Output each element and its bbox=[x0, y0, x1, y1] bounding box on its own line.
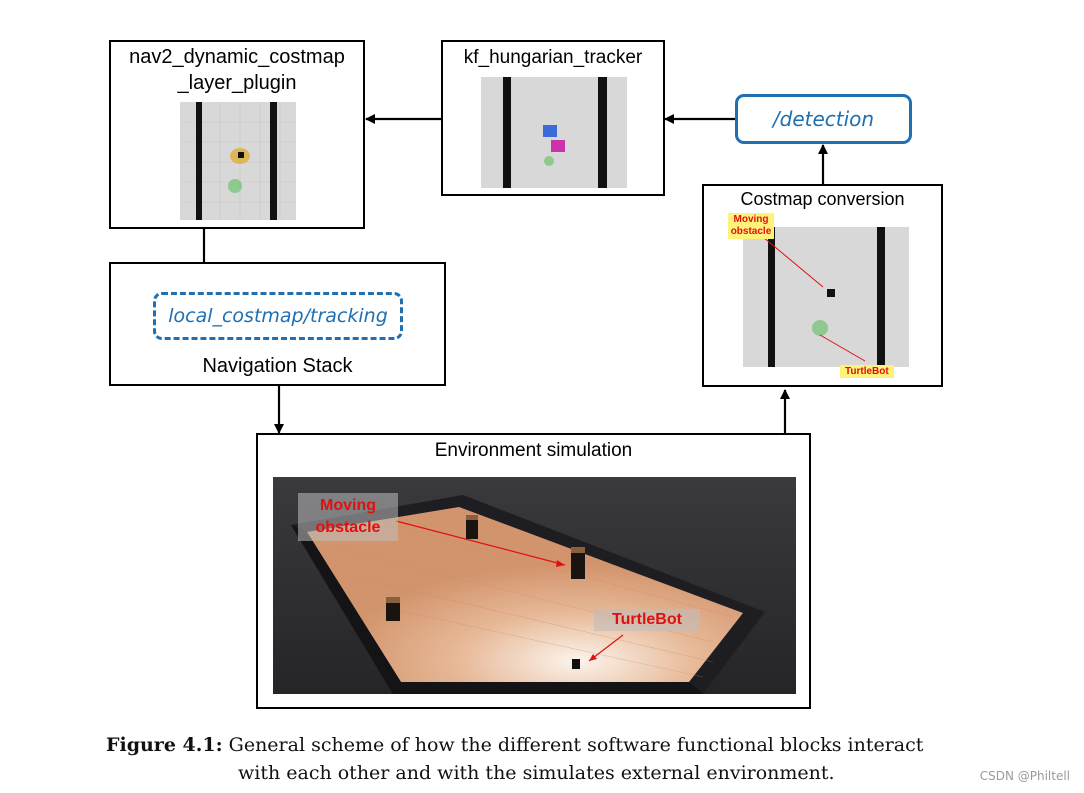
simulation-moving-obstacle-label: Moving obstacle bbox=[298, 493, 398, 541]
detection-topic-label: /detection bbox=[772, 107, 875, 131]
navigation-stack-block: local_costmap/tracking Navigation Stack bbox=[109, 262, 446, 386]
conversion-turtlebot-label: TurtleBot bbox=[840, 365, 894, 378]
environment-simulation-block: Environment simulation bbox=[256, 433, 811, 709]
costmap-conversion-title: Costmap conversion bbox=[740, 189, 905, 209]
plugin-title-line2: _layer_plugin bbox=[177, 72, 297, 94]
conversion-moving-line1: Moving bbox=[733, 214, 769, 225]
simulation-turtlebot-label: TurtleBot bbox=[594, 609, 700, 631]
conversion-moving-obstacle-label: Moving obstacle bbox=[728, 213, 774, 239]
tracker-block: kf_hungarian_tracker bbox=[441, 40, 665, 196]
dynamic-costmap-plugin-block: nav2_dynamic_costmap _layer_plugin bbox=[109, 40, 365, 229]
watermark: CSDN @Philtell bbox=[979, 769, 1070, 783]
caption-line1: General scheme of how the different soft… bbox=[228, 734, 924, 756]
tracker-title: kf_hungarian_tracker bbox=[463, 47, 643, 68]
figure-label: Figure 4.1: bbox=[106, 734, 223, 756]
local-costmap-tracking-topic: local_costmap/tracking bbox=[153, 292, 403, 340]
tracker-costmap-image bbox=[481, 77, 627, 188]
simulation-moving-line2: obstacle bbox=[315, 519, 381, 536]
figure-caption: Figure 4.1: General scheme of how the di… bbox=[106, 731, 956, 787]
navigation-stack-title: Navigation Stack bbox=[202, 355, 353, 377]
conversion-costmap-image bbox=[743, 227, 909, 367]
simulation-moving-line1: Moving bbox=[320, 497, 376, 514]
caption-line2: with each other and with the simulates e… bbox=[238, 762, 835, 784]
detection-topic: /detection bbox=[735, 94, 912, 144]
plugin-costmap-image bbox=[180, 102, 296, 220]
local-costmap-tracking-label: local_costmap/tracking bbox=[168, 305, 388, 327]
conversion-moving-line2: obstacle bbox=[730, 226, 772, 237]
plugin-title-line1: nav2_dynamic_costmap bbox=[129, 46, 345, 68]
costmap-conversion-block: Costmap conversion Moving obstacle Turtl… bbox=[702, 184, 943, 387]
environment-simulation-title: Environment simulation bbox=[434, 440, 633, 461]
